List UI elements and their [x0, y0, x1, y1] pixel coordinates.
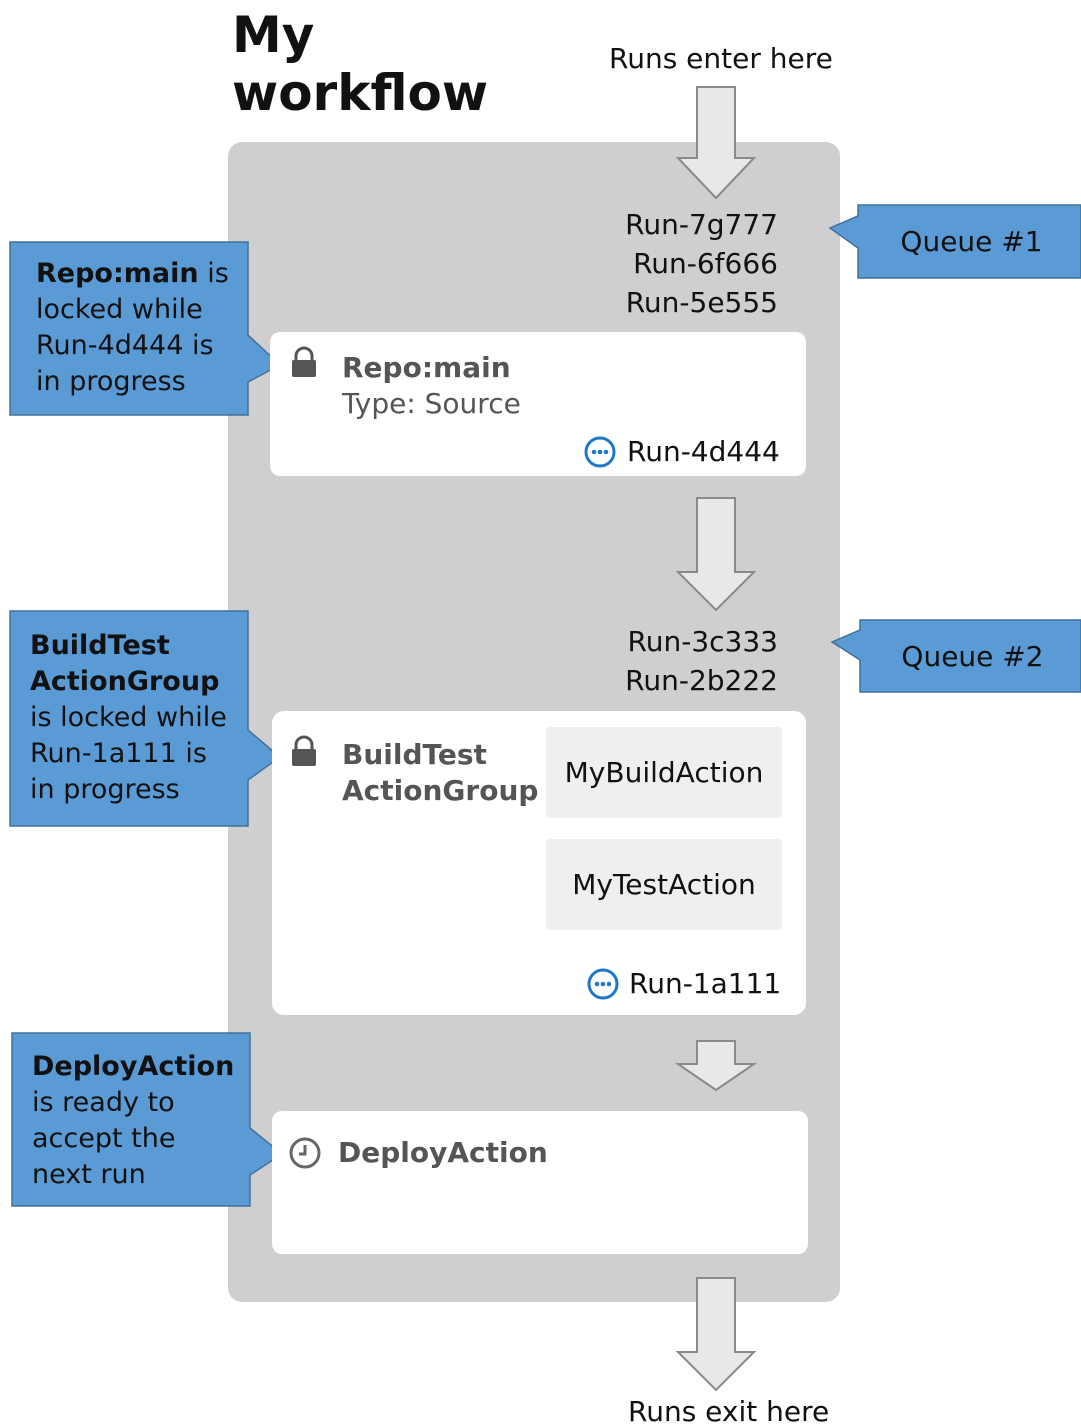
action-box-test	[546, 839, 782, 930]
flow-arrow-2	[674, 1040, 758, 1092]
stage-group-name-line-1: BuildTest	[342, 738, 487, 771]
stage-group: BuildTest ActionGroup	[342, 737, 538, 809]
stage-source-type: Type: Source	[342, 387, 521, 420]
queue-run: Run-2b222	[625, 664, 778, 697]
in-progress-icon	[584, 436, 616, 468]
queue-1-label: Queue #1	[900, 224, 1043, 258]
stage-group-run: Run-1a111	[629, 967, 782, 1000]
callout-source: Repo:main is locked while Run-4d444 is i…	[36, 256, 229, 400]
flow-arrow-1	[675, 497, 757, 612]
callout-source-line-2: locked while	[36, 294, 203, 325]
action-box-build	[546, 727, 782, 818]
queue-run: Run-3c333	[627, 625, 778, 658]
action-build: MyBuildAction	[564, 756, 764, 789]
callout-group: BuildTest ActionGroup is locked while Ru…	[30, 628, 227, 808]
deploy-callout-shape	[11, 1032, 284, 1207]
callout-source-bold: Repo:main	[36, 258, 199, 289]
stage-deploy-card	[272, 1111, 808, 1254]
stage-source-name: Repo:main	[342, 351, 511, 384]
callout-deploy-bold: DeployAction	[32, 1051, 235, 1082]
queue-1-callout-shape	[828, 204, 1081, 279]
queue-run: Run-5e555	[625, 286, 778, 319]
diagram-title: My workflow	[232, 6, 488, 122]
callout-deploy-line-2: is ready to	[32, 1087, 175, 1118]
queue-1-run-list: Run-7g777 Run-6f666 Run-5e555	[560, 205, 778, 322]
callout-deploy-line-4: next run	[32, 1159, 146, 1190]
callout-group-line-3: is locked while	[30, 702, 227, 733]
queue-run: Run-7g777	[625, 208, 778, 241]
entry-arrow	[675, 86, 757, 200]
queue-run: Run-6f666	[633, 247, 778, 280]
callout-group-bold-1: BuildTest	[30, 630, 170, 661]
callout-group-line-5: in progress	[30, 774, 180, 805]
queue-2-run-list: Run-3c333 Run-2b222	[560, 622, 778, 700]
callout-deploy: DeployAction is ready to accept the next…	[32, 1049, 234, 1193]
callout-source-line-4: in progress	[36, 366, 186, 397]
queue-2-callout-shape	[830, 619, 1081, 693]
callout-group-bold-2: ActionGroup	[30, 666, 220, 697]
callout-source-line-3: Run-4d444 is	[36, 330, 214, 361]
source-callout-shape	[9, 241, 282, 416]
stage-deploy-name: DeployAction	[338, 1136, 548, 1169]
in-progress-icon	[587, 968, 619, 1000]
clock-icon	[289, 1137, 321, 1169]
title-line-1: My	[232, 6, 315, 64]
lock-icon	[292, 346, 316, 377]
queue-2-label: Queue #2	[901, 639, 1044, 673]
action-test: MyTestAction	[572, 868, 756, 901]
stage-source-card	[270, 332, 806, 476]
callout-deploy-line-3: accept the	[32, 1123, 176, 1154]
exit-arrow	[675, 1277, 757, 1392]
lock-icon	[292, 735, 316, 766]
callout-source-rest: is	[198, 258, 229, 289]
title-line-2: workflow	[232, 64, 489, 122]
exit-label: Runs exit here	[628, 1395, 830, 1428]
stage-source: Repo:main Type: Source	[342, 350, 521, 422]
callout-group-line-4: Run-1a111 is	[30, 738, 207, 769]
entry-label: Runs enter here	[609, 42, 833, 75]
stage-group-name-line-2: ActionGroup	[342, 774, 539, 807]
group-callout-shape	[9, 610, 282, 827]
stage-source-run: Run-4d444	[627, 435, 780, 468]
